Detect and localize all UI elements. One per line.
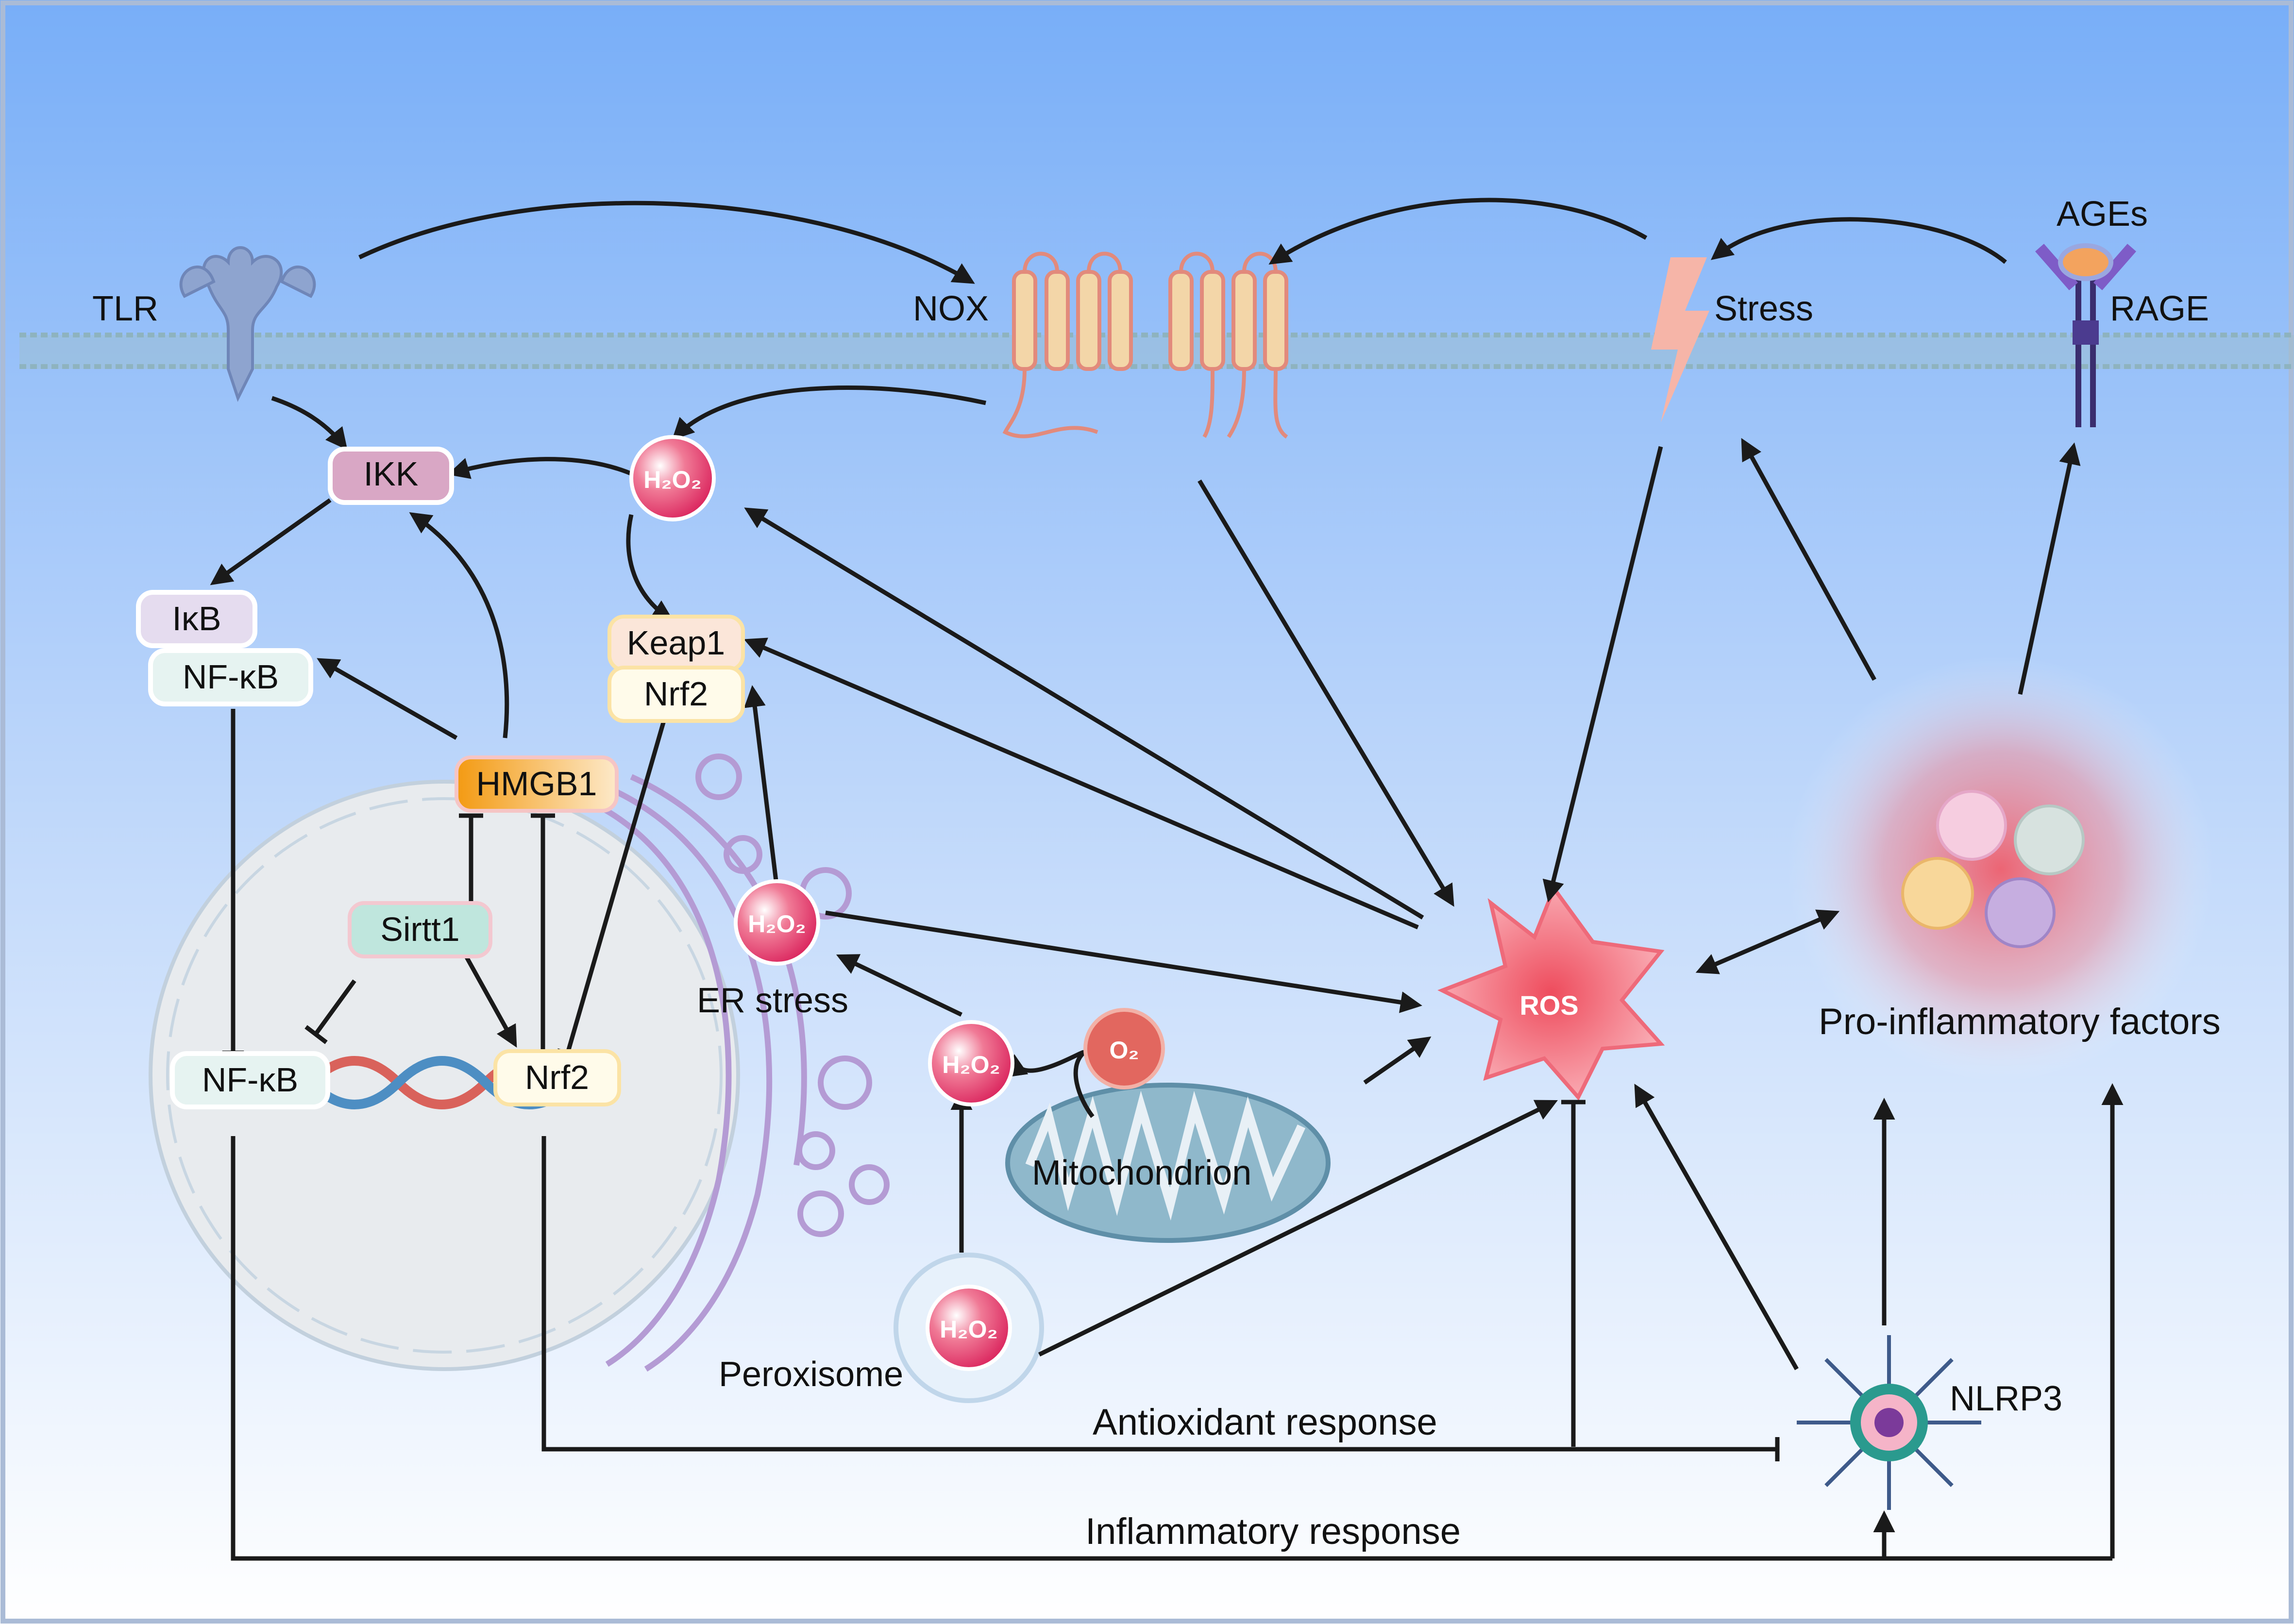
nrf2-cyto-label: Nrf2: [644, 675, 708, 713]
nox-channel-icon: [1002, 251, 1288, 439]
ages-label: AGEs: [2057, 195, 2148, 234]
rage-receptor-icon: [2035, 244, 2137, 427]
ros-burst: [1437, 884, 1665, 1101]
nucleus-inner-envelope: [166, 797, 723, 1354]
sirtt1-box: [348, 901, 492, 958]
ikk-box: [328, 447, 454, 505]
ikk-label: IKK: [364, 455, 419, 493]
cell-membrane: [19, 333, 2294, 369]
inhibition-lines: [231, 813, 2112, 1561]
tlr-label: TLR: [92, 289, 158, 328]
o2-label: O₂: [1109, 1037, 1139, 1064]
h2o2-mito-molecule: [928, 1020, 1014, 1106]
peroxisome-label: Peroxisome: [719, 1355, 903, 1394]
nlrp3-inflammasome-icon: [1797, 1335, 1981, 1510]
stress-lightning-icon: [1651, 257, 1709, 422]
h2o2-perox-label: H₂O₂: [940, 1316, 997, 1343]
h2o2-perox-molecule: [926, 1285, 1012, 1371]
nucleus: [149, 780, 740, 1371]
hmgb1-label: HMGB1: [476, 765, 597, 803]
nlrp3-label: NLRP3: [1950, 1379, 2062, 1418]
h2o2-er-molecule: [734, 879, 820, 966]
h2o2-mito-label: H₂O₂: [942, 1051, 1000, 1078]
antioxidant-response-label: Antioxidant response: [1093, 1402, 1437, 1443]
er-stress-label: ER stress: [697, 981, 848, 1020]
ikb-box: [136, 590, 257, 648]
rage-label: RAGE: [2110, 289, 2209, 328]
mitochondrion-icon: [1005, 1083, 1331, 1243]
immune-cells-icon: [1901, 790, 2085, 948]
o2-molecule: [1083, 1008, 1165, 1089]
ros-label: ROS: [1519, 990, 1578, 1021]
pro-inflammatory-label: Pro-inflammatory factors: [1819, 1001, 2221, 1042]
ages-ligand-icon: [2058, 243, 2113, 281]
nfkb-nuc-box: [170, 1051, 330, 1109]
hmgb1-box: [455, 755, 619, 813]
h2o2-top-label: H₂O₂: [643, 466, 701, 493]
inflammatory-response-label: Inflammatory response: [1085, 1511, 1461, 1552]
nrf2-nuc-label: Nrf2: [525, 1058, 589, 1096]
keap1-label: Keap1: [627, 624, 725, 662]
tlr-receptor-icon: [179, 246, 316, 402]
ikb-label: IκB: [172, 600, 221, 637]
nrf2-cyto-box: [607, 666, 745, 723]
arrows: [210, 198, 2124, 1558]
mitochondrion-label: Mitochondrion: [1032, 1154, 1251, 1192]
stress-label: Stress: [1714, 289, 1813, 328]
inflammation-glow: [1787, 655, 2214, 1083]
nfkb-nuc-label: NF-κB: [202, 1061, 298, 1099]
h2o2-er-label: H₂O₂: [748, 910, 806, 938]
nrf2-nuc-box: [493, 1049, 621, 1106]
nox-label: NOX: [913, 289, 989, 328]
h2o2-top-molecule: [629, 435, 716, 521]
nfkb-cyto-label: NF-κB: [183, 658, 279, 696]
sirtt1-label: Sirtt1: [380, 910, 459, 948]
nfkb-cyto-box: [148, 648, 313, 706]
